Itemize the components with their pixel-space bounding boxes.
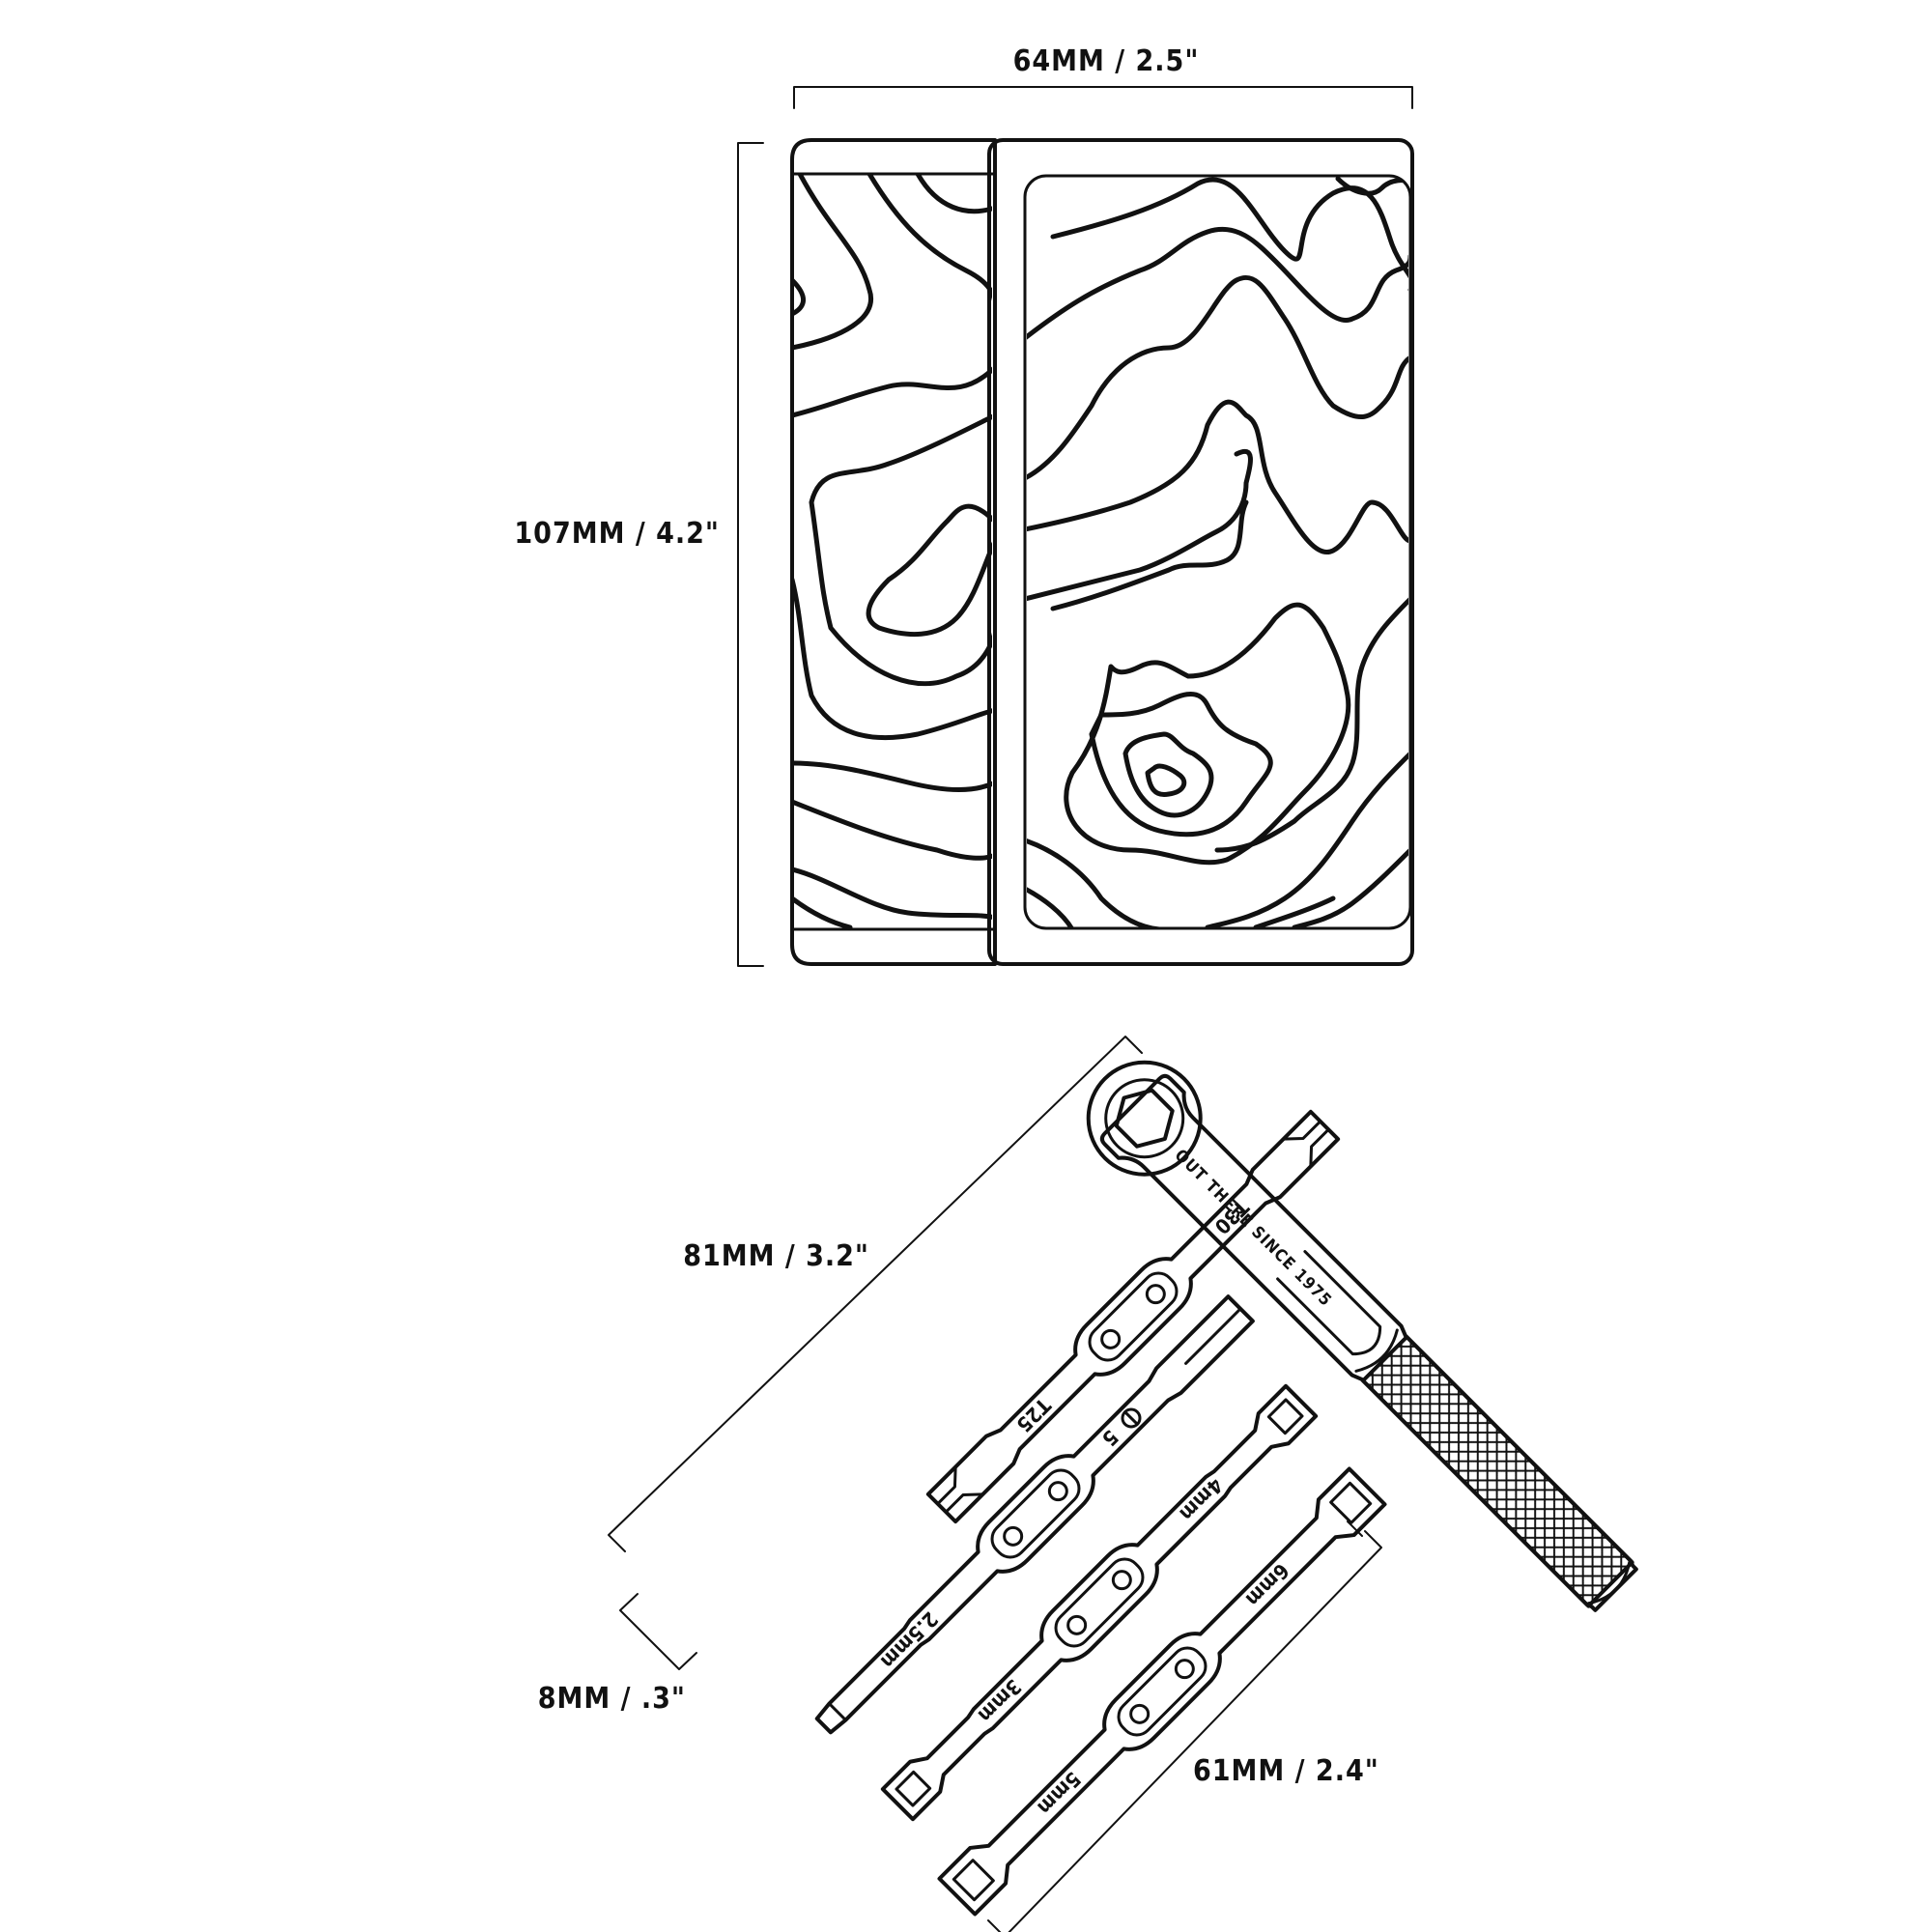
bit-label-t25: T25	[1011, 1393, 1055, 1436]
bit-length-label: 61MM / 2.4"	[1193, 1754, 1379, 1788]
bit-label-2-5mm: 2.5mm	[876, 1607, 942, 1673]
case-width-dimension: 64MM / 2.5"	[793, 44, 1413, 109]
case-back-panel	[790, 138, 997, 966]
bit-3mm-4mm: 3mm 4mm	[880, 1383, 1319, 1822]
handle-length-label: 81MM / 3.2"	[683, 1239, 869, 1273]
case-height-label: 107MM / 4.2"	[514, 517, 720, 551]
slotted-screwdriver-icon	[1121, 1407, 1142, 1429]
bit-length-dimension: 61MM / 2.4"	[987, 1520, 1382, 1932]
case-illustration	[790, 138, 1414, 966]
hex-socket-icon	[1114, 1088, 1175, 1149]
bit-t25-t30: T25 T30	[925, 1109, 1341, 1524]
handle-length-dimension: 81MM / 3.2"	[608, 1036, 1143, 1552]
case-width-label: 64MM / 2.5"	[1013, 44, 1200, 78]
handle-diameter-dimension: 8MM / .3"	[538, 1593, 697, 1716]
topographic-pattern-right	[1027, 176, 1408, 929]
case-front-panel	[987, 138, 1414, 966]
case-height-dimension: 107MM / 4.2"	[514, 142, 764, 967]
topographic-pattern-left	[794, 174, 992, 930]
handle-diameter-label: 8MM / .3"	[538, 1682, 686, 1716]
knurled-grip	[1362, 1336, 1633, 1606]
